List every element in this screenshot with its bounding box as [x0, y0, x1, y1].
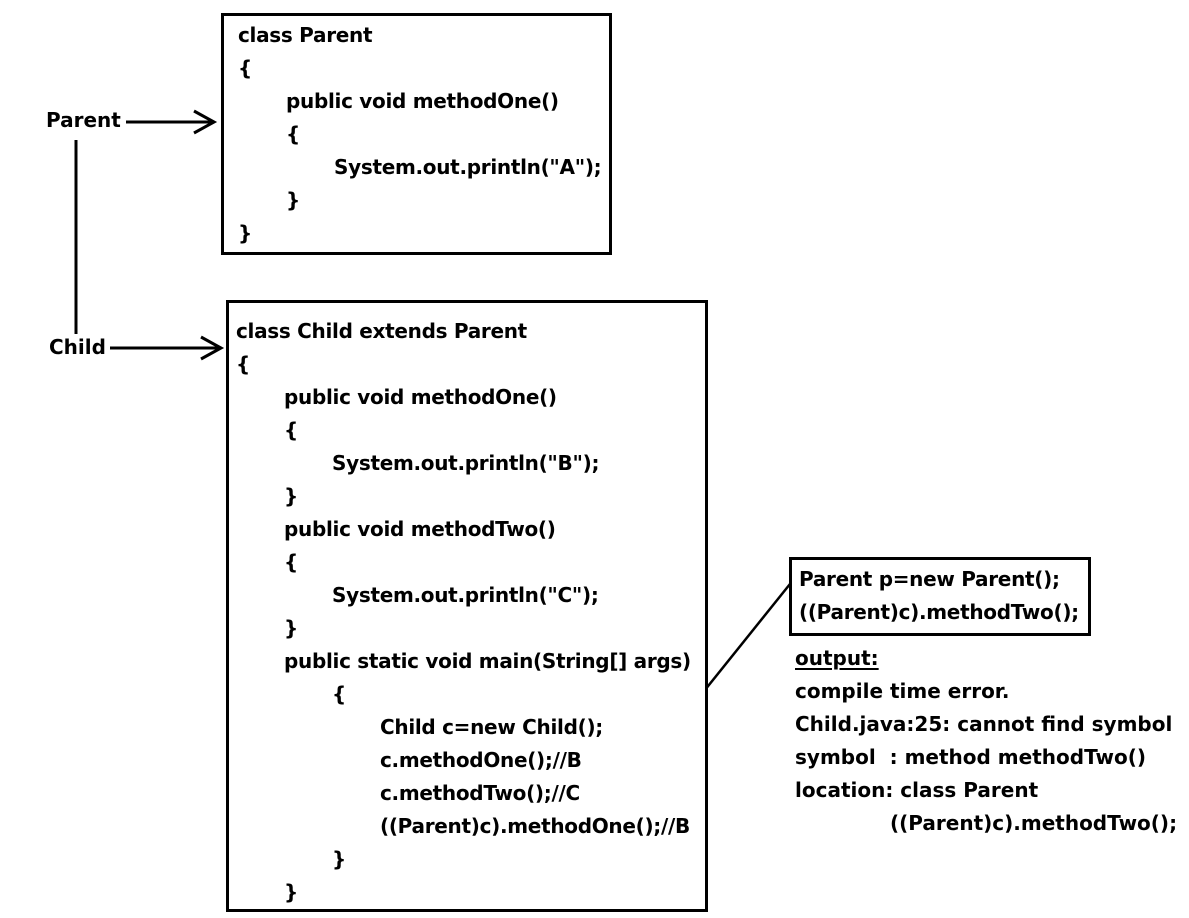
code-line: class Parent [238, 23, 373, 47]
code-line: } [332, 847, 346, 871]
code-line: System.out.println("B"); [332, 451, 600, 475]
parent-arrow [126, 109, 218, 135]
output-line: location: class Parent [795, 778, 1039, 802]
code-line: { [284, 418, 298, 442]
output-heading: output: [795, 646, 879, 670]
output-line: Child.java:25: cannot find symbol [795, 712, 1173, 736]
code-line: } [284, 880, 298, 904]
code-line: public void methodTwo() [284, 517, 556, 541]
parent-class-box: class Parent { public void methodOne() {… [221, 13, 612, 255]
code-line: public static void main(String[] args) [284, 649, 691, 673]
child-label: Child [49, 335, 106, 359]
callout-line: Parent p=new Parent(); [799, 567, 1060, 591]
output-line: ((Parent)c).methodTwo(); [890, 811, 1178, 835]
callout-box: Parent p=new Parent(); ((Parent)c).metho… [789, 557, 1091, 636]
code-line: class Child extends Parent [236, 319, 527, 343]
code-line: c.methodTwo();//C [380, 781, 580, 805]
code-line: { [284, 550, 298, 574]
code-line: } [284, 616, 298, 640]
code-line: { [332, 682, 346, 706]
callout-line: ((Parent)c).methodTwo(); [799, 600, 1079, 624]
code-line: ((Parent)c).methodOne();//B [380, 814, 690, 838]
parent-label: Parent [46, 108, 121, 132]
code-line: System.out.println("C"); [332, 583, 599, 607]
code-line: } [286, 188, 300, 212]
code-line: { [236, 352, 250, 376]
code-line: Child c=new Child(); [380, 715, 603, 739]
code-line: } [238, 221, 252, 245]
output-line: symbol : method methodTwo() [795, 745, 1147, 769]
child-class-box: class Child extends Parent { public void… [226, 300, 708, 912]
code-line: } [284, 484, 298, 508]
code-line: { [238, 56, 252, 80]
code-line: System.out.println("A"); [334, 155, 602, 179]
code-line: public void methodOne() [284, 385, 557, 409]
code-line: c.methodOne();//B [380, 748, 582, 772]
code-line: { [286, 122, 300, 146]
output-line: compile time error. [795, 679, 1010, 703]
code-line: public void methodOne() [286, 89, 559, 113]
child-arrow [110, 335, 225, 361]
